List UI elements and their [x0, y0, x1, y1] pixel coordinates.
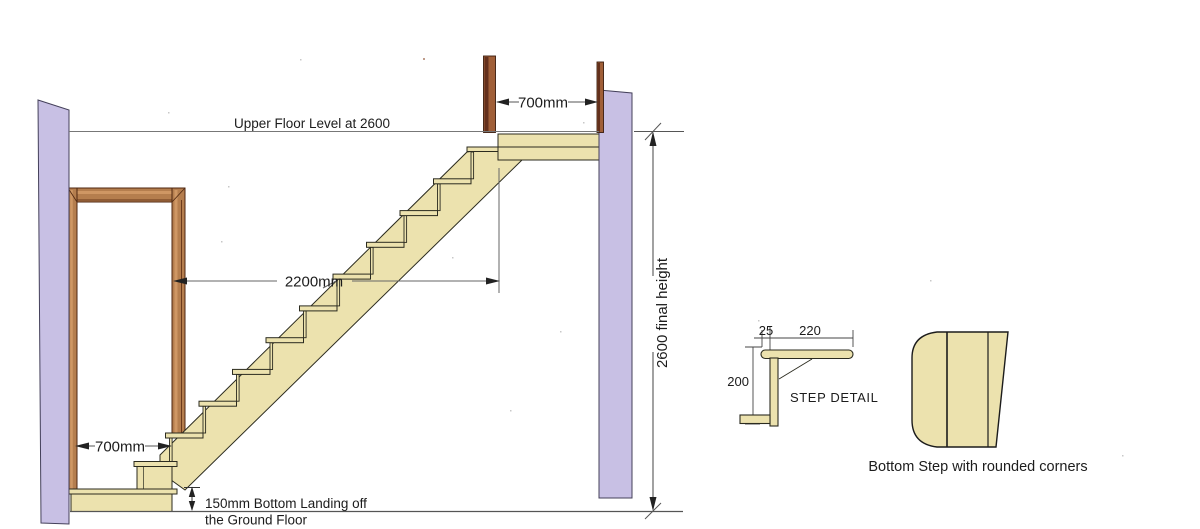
stair-riser — [437, 183, 441, 212]
right-wall — [598, 89, 633, 499]
stair-risers — [169, 151, 475, 463]
arrow-down-icon — [188, 501, 196, 511]
stair-tread — [433, 178, 472, 185]
going-label: 2200mm — [285, 274, 343, 291]
stair-riser — [169, 437, 173, 463]
stair-tread-top — [466, 146, 501, 152]
arrow-up-icon — [188, 486, 196, 497]
stair-tread — [232, 368, 271, 375]
bottom-step — [133, 461, 178, 491]
stair-riser — [202, 405, 207, 434]
newel-post-left — [483, 55, 496, 133]
final-height-dimension: 2600 final height — [634, 122, 684, 520]
bottom-width-label: 700mm — [95, 439, 145, 456]
bottom-step-tread — [133, 461, 178, 467]
bottom-landing-board — [67, 488, 178, 495]
arrow-right-icon — [158, 442, 172, 450]
going-leader-tick — [322, 280, 337, 289]
step-detail-dims — [745, 327, 854, 425]
arrow-up-icon — [649, 131, 657, 146]
stair-tread — [332, 273, 371, 280]
newel-post-right-shade — [597, 63, 600, 132]
bottom-landing-note-line1: 150mm Bottom Landing off — [205, 496, 367, 511]
final-height-label: 2600 final height — [654, 257, 671, 368]
step-detail-riser — [769, 357, 779, 427]
bottom-step-block — [136, 465, 173, 491]
top-landing — [497, 133, 601, 161]
step-detail-nosing-label: 25 — [759, 323, 773, 338]
stair-riser — [236, 373, 240, 402]
door-frame-mitre-right — [171, 187, 186, 203]
step-detail-going-label: 220 — [799, 323, 821, 338]
bottom-landing-note-line2: the Ground Floor — [205, 513, 308, 528]
stair-riser — [269, 342, 274, 370]
step-detail-title: STEP DETAIL — [790, 390, 878, 405]
arrow-right-icon — [585, 98, 598, 106]
going-dimension: 2200mm — [173, 168, 500, 293]
step-detail-lower-tread — [739, 414, 771, 425]
arrow-left-icon — [173, 277, 187, 285]
rounded-step-figure: Bottom Step with rounded corners — [868, 331, 1088, 475]
stair-riser — [370, 246, 374, 275]
stair-treads — [165, 146, 501, 439]
newel-post-right — [596, 61, 604, 133]
bottom-width-dimension: 700mm — [75, 439, 172, 456]
bottom-landing-dimension: 150mm Bottom Landing off the Ground Floo… — [184, 486, 367, 528]
step-detail-brace-line — [778, 358, 813, 380]
rounded-step-caption: Bottom Step with rounded corners — [868, 459, 1087, 475]
stair-tread — [165, 432, 204, 439]
top-width-dimension: 700mm — [496, 95, 598, 112]
step-detail-rise-label: 200 — [727, 374, 749, 389]
stair-tread — [265, 337, 304, 344]
arrow-right-icon — [486, 277, 500, 285]
stair-stringer — [159, 146, 524, 491]
stair-riser — [303, 310, 307, 339]
stair-tread — [198, 400, 237, 407]
arrow-down-icon — [649, 497, 657, 511]
stair-tread — [299, 305, 338, 312]
top-width-label: 700mm — [518, 95, 568, 112]
arrow-left-icon — [75, 442, 89, 450]
newel-post-right-body — [596, 61, 604, 133]
stair-tread — [366, 241, 405, 248]
stair-tread — [399, 210, 438, 217]
arrow-left-icon — [496, 98, 509, 106]
paper-speckles — [168, 58, 1124, 457]
step-detail-figure: 25 220 200 STEP DETAIL — [727, 323, 878, 427]
upper-floor-label: Upper Floor Level at 2600 — [234, 116, 390, 131]
bottom-landing — [67, 488, 178, 512]
stair-riser — [403, 215, 408, 243]
upper-floor-dimension: Upper Floor Level at 2600 — [69, 116, 599, 133]
bottom-landing-block — [70, 493, 173, 512]
stair-riser — [470, 151, 475, 180]
newel-post-left-shade — [484, 57, 489, 132]
door-frame — [67, 187, 186, 491]
rounded-step-shape — [911, 331, 1009, 448]
door-frame-right-jamb — [171, 187, 186, 437]
left-wall — [37, 99, 70, 525]
step-detail-tread — [760, 349, 854, 360]
